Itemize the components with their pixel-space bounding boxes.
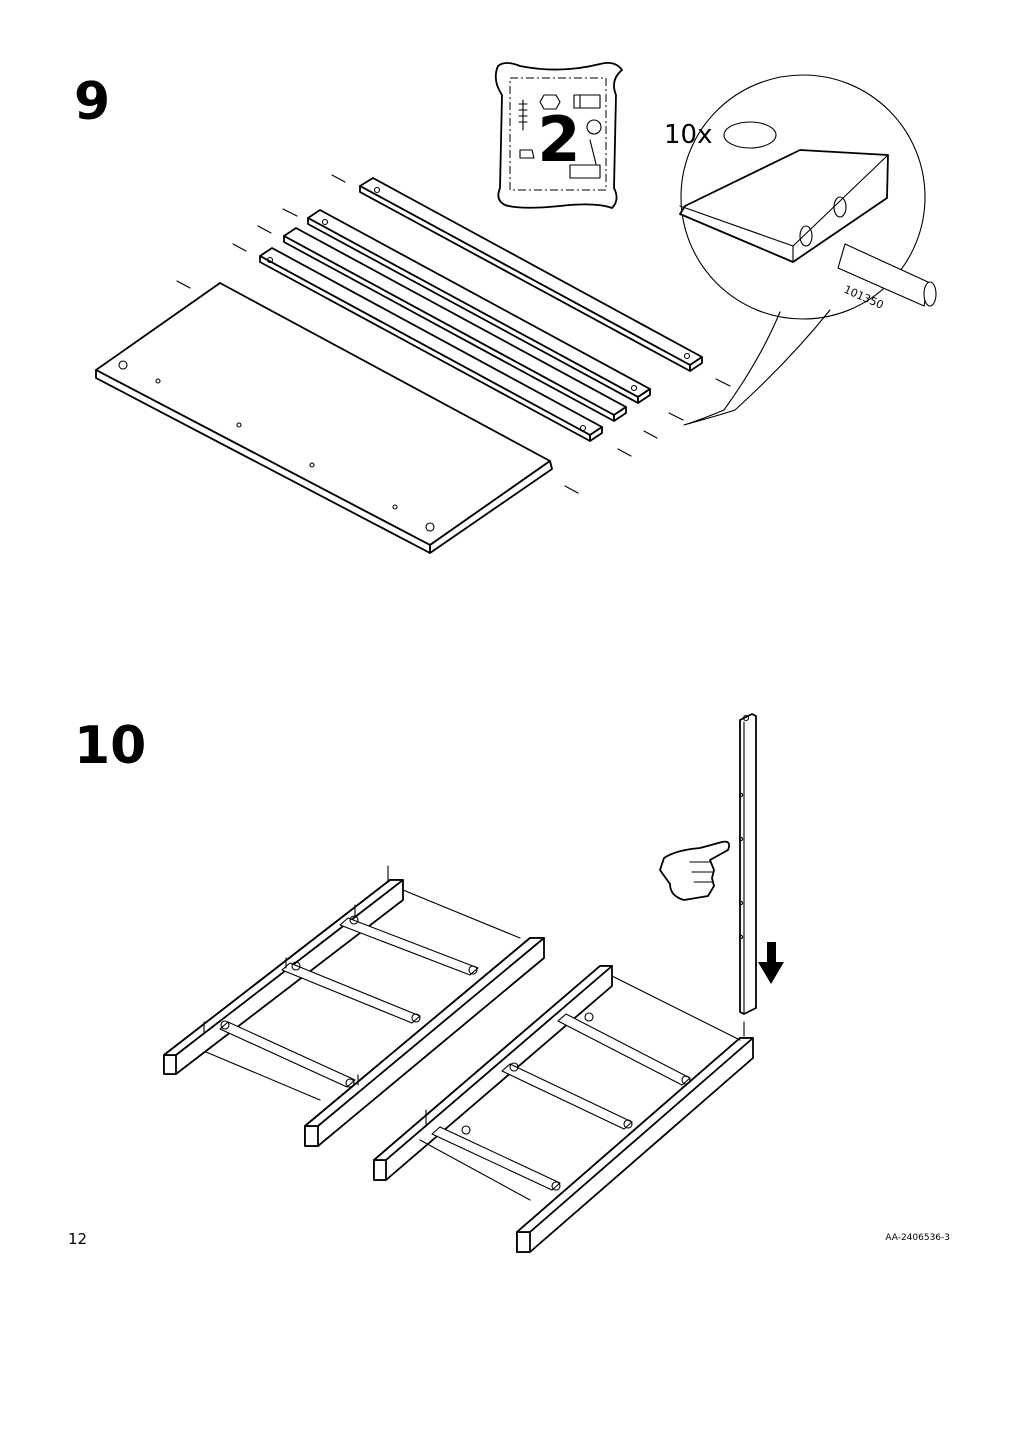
down-arrow-icon xyxy=(758,942,784,984)
dowel-quantity: 10x xyxy=(664,120,712,150)
hardware-bag-icon: 2 xyxy=(494,61,623,209)
step-number-10: 10 xyxy=(74,716,147,776)
rails xyxy=(259,177,703,442)
vertical-post xyxy=(738,713,757,1015)
dowel-callout: 10x 101350 xyxy=(664,74,937,426)
page-number: 12 xyxy=(68,1230,88,1248)
panel xyxy=(95,282,553,554)
bag-number: 2 xyxy=(537,103,580,176)
step-number-9: 9 xyxy=(74,72,111,132)
pointing-hand-icon xyxy=(659,840,731,901)
dowels xyxy=(176,174,731,494)
document-id: AA-2406536-3 xyxy=(885,1233,950,1243)
left-frame-assembly xyxy=(163,865,545,1147)
right-frame-assembly xyxy=(373,965,754,1253)
